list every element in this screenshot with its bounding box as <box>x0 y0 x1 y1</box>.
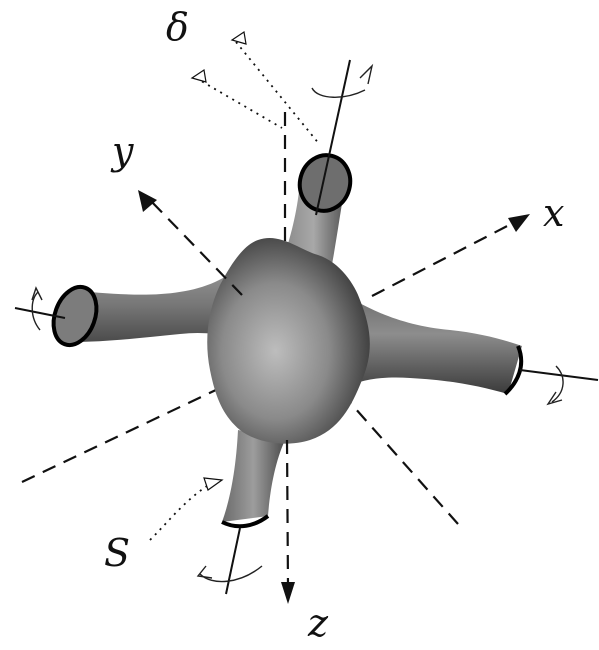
axes-front <box>138 190 530 604</box>
x-axis-label: x <box>543 191 564 235</box>
delta-arrowhead-lower <box>190 68 207 83</box>
bottom-rotation-arrowhead <box>196 565 213 579</box>
central-body <box>207 237 370 444</box>
x-axis-arrowhead <box>508 214 530 232</box>
left-rotation-axis <box>14 307 66 319</box>
top-rotation-arrow <box>311 87 366 98</box>
surface-leader <box>149 477 224 541</box>
right-rotation-arrow <box>551 365 564 403</box>
rotation-axes <box>14 59 599 595</box>
surface-leader-line <box>149 483 211 541</box>
surface-label: S <box>104 531 130 575</box>
y-axis-label: y <box>110 129 134 173</box>
y-axis-arrowhead <box>138 190 157 212</box>
right-rim <box>503 345 524 396</box>
delta-label: δ <box>166 5 189 49</box>
delta-construction <box>190 30 321 146</box>
right-rotation-arrowhead <box>546 391 563 406</box>
left-rim <box>51 284 99 348</box>
bottom-rim <box>221 514 270 529</box>
top-rotation-arrowhead <box>359 63 374 85</box>
z-axis-label: z <box>307 601 329 645</box>
bottom-rotation-axis <box>225 527 241 595</box>
rotation-arrows <box>31 63 564 583</box>
top-rotation-axis <box>315 59 351 216</box>
right-arm <box>330 285 522 394</box>
left-rotation-arrowhead <box>31 286 43 301</box>
delta-arrowhead-upper <box>230 30 247 45</box>
delta-dotted-lower <box>195 77 283 129</box>
left-rotation-arrow <box>31 291 41 331</box>
saddle-surface <box>51 153 524 529</box>
y-axis-back <box>329 379 459 525</box>
z-axis-arrowhead <box>281 582 295 604</box>
x-axis-front <box>371 221 516 297</box>
z-axis-front <box>285 439 290 589</box>
bottom-arm <box>222 430 285 522</box>
surface-leader-arrowhead <box>203 477 224 491</box>
delta-dotted-upper <box>235 41 321 146</box>
right-rotation-axis <box>519 369 599 381</box>
